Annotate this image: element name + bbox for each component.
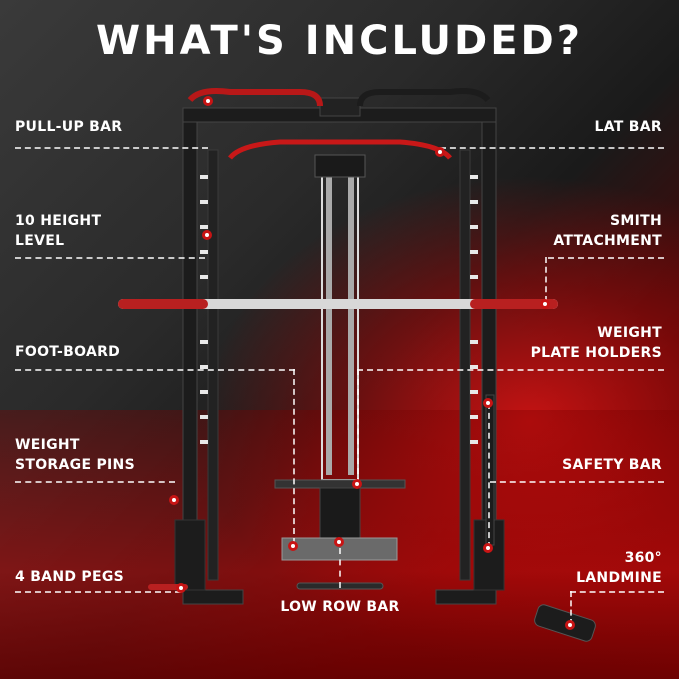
label-smith-line1: SMITH bbox=[610, 213, 662, 229]
callout-dot-pull-up-bar bbox=[203, 96, 213, 106]
callout-dot-smith bbox=[540, 299, 550, 309]
label-height-level-line1: 10 HEIGHT bbox=[15, 213, 102, 229]
leader-safety-vertical bbox=[488, 403, 490, 548]
label-foot-board: FOOT-BOARD bbox=[15, 342, 120, 362]
leader-height-level bbox=[15, 257, 205, 259]
label-band-pegs-text: 4 BAND PEGS bbox=[15, 569, 125, 585]
page-title: WHAT'S INCLUDED? bbox=[96, 18, 583, 64]
label-landmine-line1: 360° bbox=[624, 550, 662, 566]
callout-dot-safety-bar bbox=[483, 398, 493, 408]
label-storage-pins-line2: STORAGE PINS bbox=[15, 457, 135, 473]
leader-storage-pins bbox=[15, 481, 175, 483]
label-plate-holders-line2: PLATE HOLDERS bbox=[530, 345, 662, 361]
label-height-level: 10 HEIGHT LEVEL bbox=[15, 211, 101, 251]
leader-low-row-vertical bbox=[339, 548, 341, 588]
label-safety-bar: SAFETY BAR bbox=[562, 455, 662, 475]
leader-plate-holders-vertical bbox=[357, 369, 359, 484]
leader-landmine-vertical bbox=[570, 591, 572, 625]
callout-dot-lat-bar bbox=[435, 147, 445, 157]
callout-dot-low-row-bar bbox=[334, 537, 344, 547]
label-smith-attachment: SMITH ATTACHMENT bbox=[553, 211, 662, 251]
leader-lat-bar bbox=[440, 147, 664, 149]
label-pull-up-bar-text: PULL-UP BAR bbox=[15, 119, 123, 135]
label-landmine: 360° LANDMINE bbox=[576, 548, 662, 588]
callout-dot-band-pegs bbox=[176, 583, 186, 593]
leader-band-pegs bbox=[15, 591, 181, 593]
leader-foot-board bbox=[15, 369, 295, 371]
label-band-pegs: 4 BAND PEGS bbox=[15, 567, 124, 587]
leader-pull-up-bar bbox=[15, 147, 208, 149]
callout-dot-plate-holders bbox=[352, 479, 362, 489]
label-landmine-line2: LANDMINE bbox=[576, 570, 662, 586]
label-safety-bar-text: SAFETY BAR bbox=[562, 457, 662, 473]
label-plate-holders-line1: WEIGHT bbox=[597, 325, 662, 341]
label-lat-bar-text: LAT BAR bbox=[594, 119, 662, 135]
callout-dot-height-level bbox=[202, 230, 212, 240]
callout-dot-safety-bar-2 bbox=[483, 543, 493, 553]
leader-plate-holders bbox=[357, 369, 664, 371]
label-foot-board-text: FOOT-BOARD bbox=[15, 344, 121, 360]
label-lat-bar: LAT BAR bbox=[595, 117, 662, 137]
label-low-row-bar: LOW ROW BAR bbox=[240, 597, 440, 617]
label-plate-holders: WEIGHT PLATE HOLDERS bbox=[531, 323, 662, 363]
label-storage-pins: WEIGHT STORAGE PINS bbox=[15, 435, 135, 475]
label-storage-pins-line1: WEIGHT bbox=[15, 437, 80, 453]
callout-dot-storage-pins bbox=[169, 495, 179, 505]
leader-safety-bar bbox=[490, 481, 664, 483]
label-low-row-bar-text: LOW ROW BAR bbox=[280, 599, 400, 615]
label-height-level-line2: LEVEL bbox=[15, 233, 65, 249]
callout-dot-landmine bbox=[565, 620, 575, 630]
leader-smith-vertical bbox=[545, 257, 547, 302]
leader-foot-board-vertical bbox=[293, 369, 295, 544]
leader-landmine bbox=[570, 591, 664, 593]
leader-smith bbox=[548, 257, 664, 259]
label-pull-up-bar: PULL-UP BAR bbox=[15, 117, 122, 137]
callout-dot-foot-board bbox=[288, 541, 298, 551]
label-smith-line2: ATTACHMENT bbox=[553, 233, 662, 249]
